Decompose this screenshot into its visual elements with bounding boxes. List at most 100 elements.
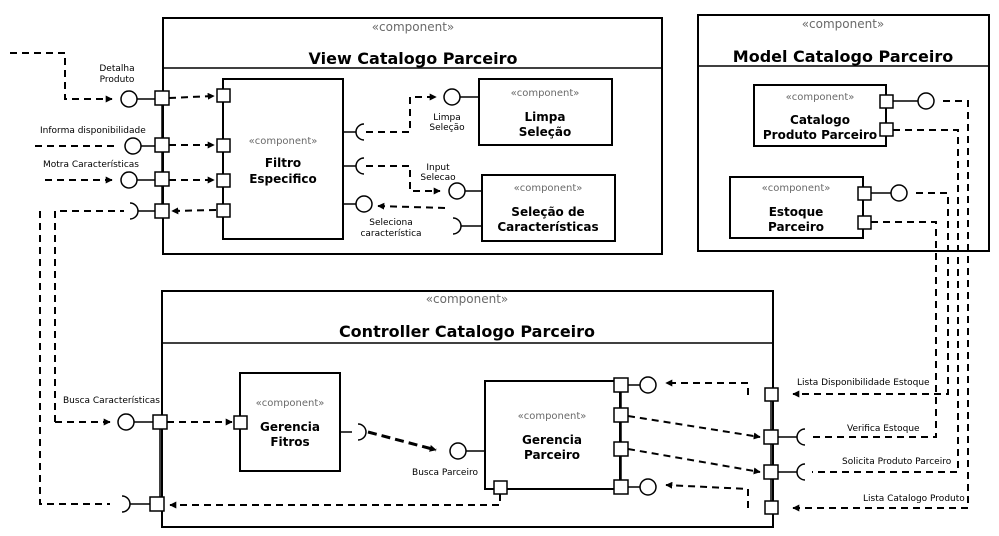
gerencia-fitros-component[interactable]: «component» Gerencia Fitros [239, 372, 341, 472]
parceiro-port-r2[interactable] [613, 407, 629, 423]
busca-parceiro-socket[interactable] [357, 423, 367, 441]
filtro-port-3[interactable] [216, 173, 231, 188]
port-motra-caracteristicas[interactable] [154, 171, 170, 187]
detalha-produto-interface[interactable] [120, 90, 138, 108]
label-lista-disponibilidade: Lista Disponibilidade Estoque [797, 378, 930, 388]
busca-parceiro-interface[interactable] [449, 442, 467, 460]
filtro-name-line1: Filtro [265, 156, 301, 170]
ctrl-port-r3[interactable] [763, 464, 779, 480]
verifica-estoque-socket[interactable] [796, 428, 806, 446]
label-detalha-line2: Produto [100, 75, 135, 85]
gerencia-parceiro-component[interactable]: «component» Gerencia Parceiro [484, 380, 621, 490]
limpa-selecao-interface[interactable] [443, 88, 461, 106]
port-informa-disponibilidade[interactable] [154, 137, 170, 153]
label-motra-caracteristicas: Motra Características [43, 160, 139, 170]
model-controller-links [778, 100, 969, 512]
fitros-name-line2: Fitros [270, 435, 309, 449]
informa-disponibilidade-interface[interactable] [124, 137, 142, 155]
parceiro-port-r1[interactable] [613, 377, 629, 393]
estoque-name-line1: Estoque [769, 205, 824, 219]
limpa-name-line2: Seleção [519, 125, 572, 139]
fitros-port-left[interactable] [233, 415, 248, 430]
filtro-especifico-component[interactable]: «component» Filtro Especifico [222, 78, 344, 240]
parceiro-stereotype: «component» [518, 411, 587, 422]
busca-caracteristicas-socket[interactable] [129, 202, 139, 220]
solicita-produto-socket[interactable] [796, 463, 806, 481]
estoque-parceiro-component[interactable]: «component» Estoque Parceiro [729, 176, 864, 239]
catalogo-produto-parceiro-component[interactable]: «component» Catalogo Produto Parceiro [753, 84, 887, 147]
limpa-selecao-component[interactable]: «component» Limpa Seleção [478, 78, 613, 146]
filtro-port-1[interactable] [216, 88, 231, 103]
catalogo-name-line1: Catalogo [790, 113, 850, 127]
selecao-name-line2: Características [497, 220, 598, 234]
input-selecao-socket[interactable] [355, 157, 365, 175]
label-verifica-estoque: Verifica Estoque [847, 424, 920, 434]
selecao-name-line1: Seleção de [511, 205, 584, 219]
label-seleciona-line2: característica [360, 229, 421, 239]
parceiro-port-bottom[interactable] [493, 480, 508, 495]
filtro-port-4[interactable] [216, 203, 231, 218]
selecao-stereotype: «component» [514, 183, 583, 194]
port-detalha-produto[interactable] [154, 90, 170, 106]
limpa-name-line1: Limpa [525, 110, 566, 124]
parceiro-port-r3[interactable] [613, 441, 629, 457]
catalogo-stereotype: «component» [786, 92, 855, 103]
catalogo-interface[interactable] [917, 92, 935, 110]
model-title: Model Catalogo Parceiro [733, 47, 953, 66]
catalogo-name-line2: Produto Parceiro [763, 128, 877, 142]
input-selecao-interface[interactable] [448, 182, 466, 200]
limpa-selecao-socket[interactable] [355, 123, 365, 141]
label-busca-parceiro: Busca Parceiro [412, 468, 478, 478]
lista-disponibilidade-interface[interactable] [639, 376, 657, 394]
view-boundary-ports [154, 90, 170, 219]
filtro-stereotype: «component» [249, 136, 318, 147]
lista-catalogo-interface[interactable] [639, 478, 657, 496]
filtro-left-ports [216, 88, 231, 218]
fitros-name-line1: Gerencia [260, 420, 320, 434]
port-busca-caracteristicas[interactable] [152, 414, 168, 430]
estoque-port-provide[interactable] [857, 186, 872, 201]
fitros-stereotype: «component» [256, 398, 325, 409]
controller-output-socket[interactable] [121, 495, 131, 513]
controller-right-ports [627, 379, 779, 515]
parceiro-name-line1: Gerencia [522, 433, 582, 447]
label-limpa-line2: Seleção [429, 123, 465, 133]
view-external-links [10, 52, 217, 422]
limpa-stereotype: «component» [511, 88, 580, 99]
estoque-interface[interactable] [890, 184, 908, 202]
estoque-name-line2: Parceiro [768, 220, 824, 234]
label-detalha-line1: Detalha [99, 64, 134, 74]
seleciona-caracteristica-interface[interactable] [355, 195, 373, 213]
controller-title: Controller Catalogo Parceiro [339, 322, 595, 341]
selecao-caracteristicas-component[interactable]: «component» Seleção de Características [481, 174, 616, 242]
label-informa-disponibilidade: Informa disponibilidade [40, 126, 146, 136]
filtro-name-line2: Especifico [249, 172, 317, 186]
estoque-port-require[interactable] [857, 215, 872, 230]
port-controller-output[interactable] [149, 496, 165, 512]
catalogo-port-require[interactable] [879, 122, 894, 137]
parceiro-name-line2: Parceiro [524, 448, 580, 462]
view-stereotype: «component» [372, 20, 455, 34]
port-busca-caracteristicas-view[interactable] [154, 203, 170, 219]
controller-left-links [39, 211, 508, 513]
label-busca-caracteristicas: Busca Características [63, 396, 160, 406]
ctrl-port-r2[interactable] [763, 429, 779, 445]
label-input-line1: Input [426, 163, 450, 173]
view-labels: Detalha Produto Informa disponibilidade … [40, 64, 465, 239]
label-solicita-produto: Solicita Produto Parceiro [842, 457, 952, 467]
ctrl-port-r4[interactable] [764, 500, 779, 515]
parceiro-port-r4[interactable] [613, 479, 629, 495]
catalogo-port-provide[interactable] [879, 94, 894, 109]
filtro-right-interfaces [343, 88, 482, 235]
seleciona-caracteristica-socket[interactable] [452, 217, 462, 235]
motra-caracteristicas-interface[interactable] [120, 171, 138, 189]
view-title: View Catalogo Parceiro [309, 49, 518, 68]
model-stereotype: «component» [802, 17, 885, 31]
busca-caracteristicas-interface[interactable] [117, 413, 135, 431]
ctrl-port-r1[interactable] [764, 387, 779, 402]
label-limpa-line1: Limpa [433, 113, 461, 123]
model-ports [857, 92, 935, 230]
label-input-line2: Selecao [420, 173, 456, 183]
filtro-port-2[interactable] [216, 138, 231, 153]
label-seleciona-line1: Seleciona [369, 218, 412, 228]
